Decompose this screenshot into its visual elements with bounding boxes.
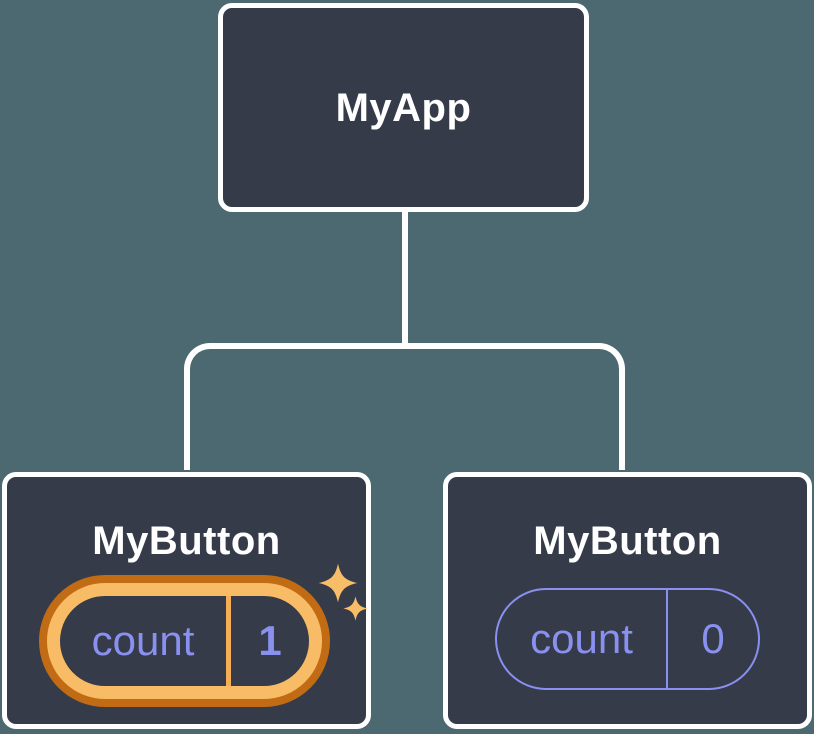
connector-root-stub <box>402 210 408 349</box>
state-pill: count 0 <box>495 588 760 690</box>
node-mybutton-2: MyButton count 0 <box>443 472 812 729</box>
node-mybutton-2-label: MyButton <box>533 519 722 563</box>
state-pill-highlighted-inner: count 1 <box>47 583 322 699</box>
state-value: 1 <box>226 596 309 686</box>
connector-branch <box>184 343 625 470</box>
node-mybutton-1-label: MyButton <box>92 519 281 563</box>
state-name: count <box>530 615 633 662</box>
sparkle-icon <box>318 563 358 603</box>
state-name: count <box>91 617 195 664</box>
sparkle-icon <box>343 596 368 621</box>
state-value: 0 <box>666 590 758 688</box>
node-mybutton-1: MyButton count 1 <box>2 472 371 729</box>
node-myapp: MyApp <box>218 3 589 212</box>
state-pill-highlighted: count 1 <box>39 575 330 707</box>
node-myapp-label: MyApp <box>335 86 472 130</box>
